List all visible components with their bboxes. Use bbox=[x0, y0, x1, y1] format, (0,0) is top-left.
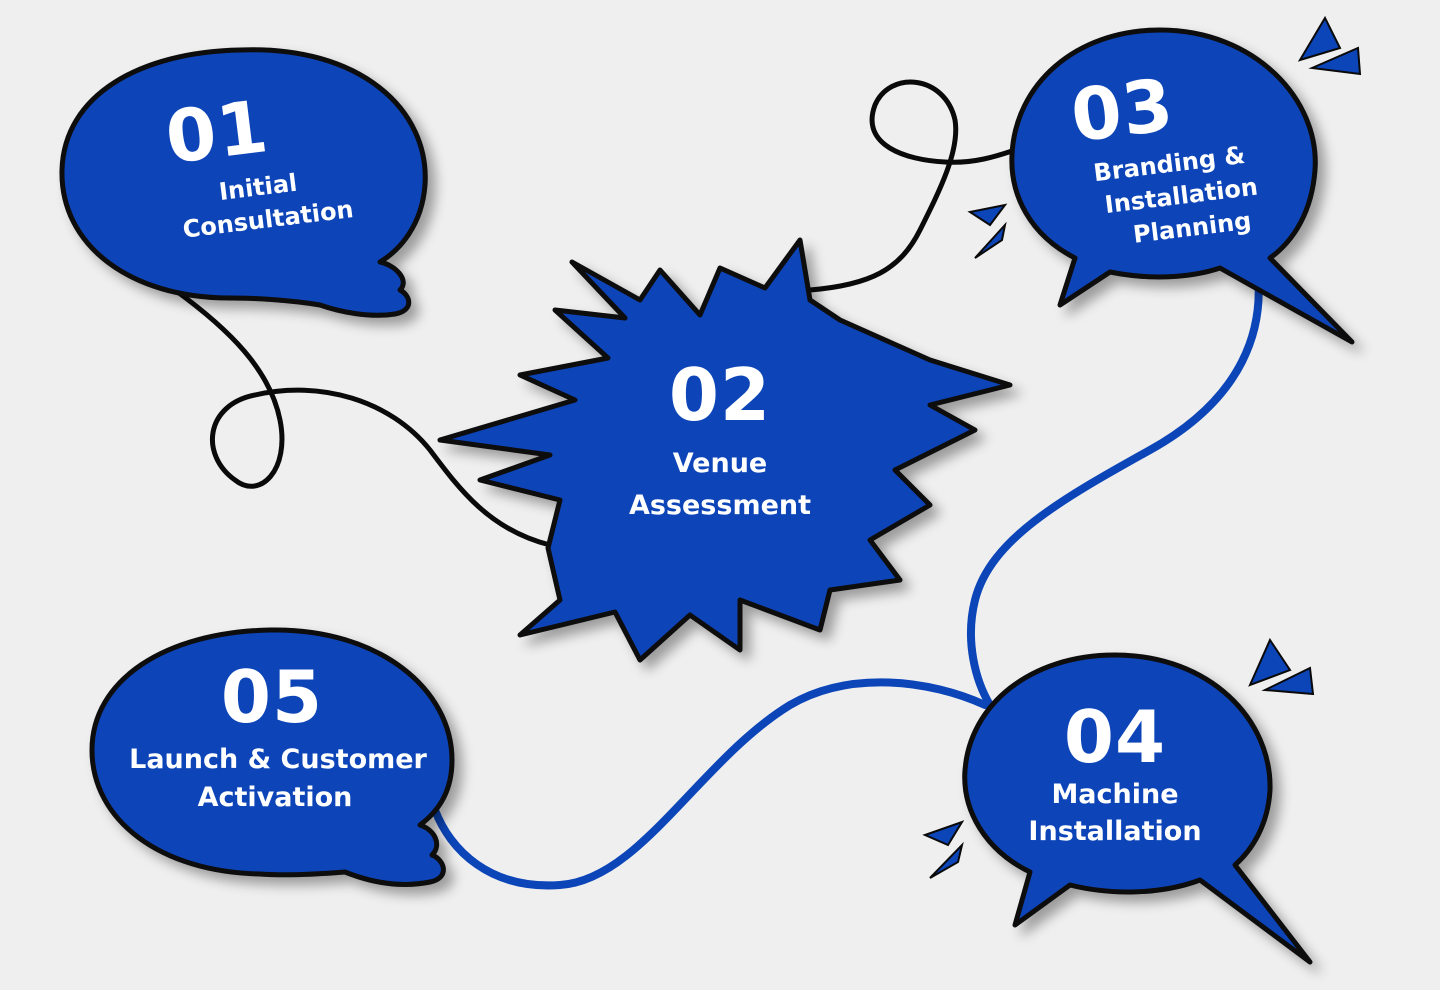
motion-tick-icon bbox=[974, 221, 1007, 259]
step-label-line: Launch & Customer bbox=[129, 744, 427, 775]
accent-ticks-04-left bbox=[922, 820, 965, 879]
motion-tick-icon bbox=[1297, 15, 1342, 62]
accent-ticks-04-top bbox=[1248, 637, 1315, 696]
bubble-shape bbox=[1009, 27, 1355, 345]
motion-tick-icon bbox=[1248, 637, 1292, 687]
step-label-line: Assessment bbox=[629, 490, 811, 521]
motion-tick-icon bbox=[1308, 46, 1362, 76]
bubble-shape bbox=[89, 627, 455, 887]
step-01-bubble bbox=[59, 47, 428, 318]
step-number: 04 bbox=[1064, 695, 1166, 779]
step-number: 01 bbox=[161, 84, 273, 180]
motion-tick-icon bbox=[929, 841, 964, 879]
step-number: 05 bbox=[221, 655, 323, 739]
connector-04-05 bbox=[431, 678, 989, 890]
connector-02-03 bbox=[807, 79, 1018, 293]
accent-ticks-03-top bbox=[1297, 15, 1362, 76]
connector-03-04 bbox=[966, 251, 1263, 709]
connectors bbox=[172, 79, 1263, 890]
step-04-bubble bbox=[962, 652, 1313, 965]
step-number: 03 bbox=[1067, 62, 1179, 158]
step-label-line: Machine bbox=[1051, 779, 1178, 810]
step-02-text: 02 Venue Assessment bbox=[629, 353, 811, 521]
burst-shape bbox=[437, 237, 1013, 663]
step-03-bubble bbox=[1009, 27, 1355, 345]
accent-ticks-03-left bbox=[967, 203, 1008, 259]
step-02-burst bbox=[437, 237, 1013, 663]
step-number: 02 bbox=[669, 353, 771, 437]
motion-tick-icon bbox=[967, 203, 1008, 227]
step-label-line: Venue bbox=[673, 448, 768, 479]
step-label-line: Installation bbox=[1028, 816, 1201, 847]
step-label-line: Activation bbox=[198, 782, 353, 813]
bubble-shape bbox=[962, 652, 1313, 965]
motion-tick-icon bbox=[1261, 666, 1315, 696]
bubble-shape bbox=[59, 47, 428, 318]
connector-01-02 bbox=[172, 287, 553, 548]
step-05-text: 05 Launch & Customer Activation bbox=[129, 655, 427, 813]
step-04-text: 04 Machine Installation bbox=[1028, 695, 1201, 847]
motion-tick-icon bbox=[922, 820, 965, 847]
step-05-bubble bbox=[89, 627, 455, 887]
